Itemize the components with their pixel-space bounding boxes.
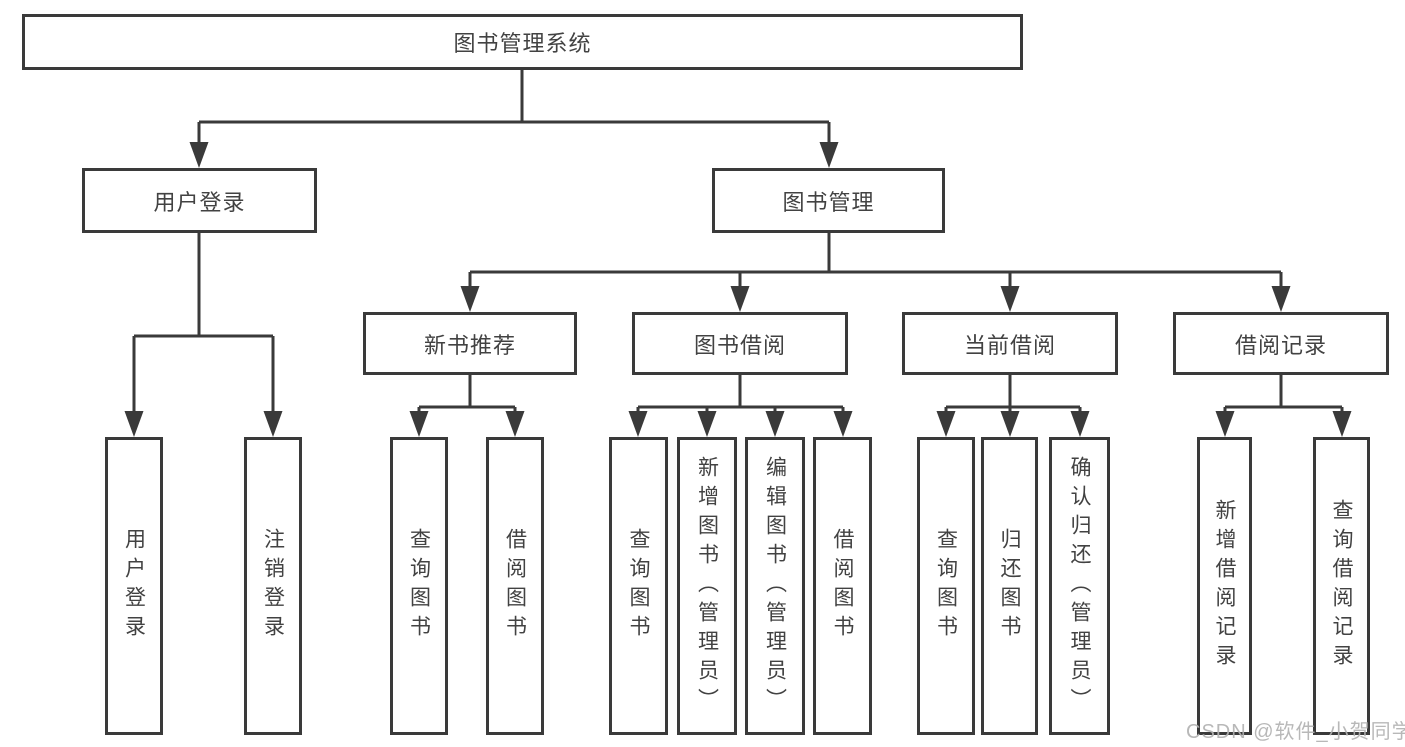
node-borrow-records: 借阅记录 [1173,312,1389,375]
leaf-borrow-borrow-books-label: 借阅图书 [831,528,854,644]
arrowhead [460,286,480,312]
leaf-borrow-edit-books-admin-label: 编辑图书（管理员） [763,455,787,717]
leaf-current-query-books-label: 查询图书 [934,528,958,644]
node-new-book-recommend-label: 新书推荐 [423,332,516,358]
leaf-recommend-borrow-books: 借阅图书 [486,437,544,735]
arrowhead [819,142,839,168]
node-user-login-label: 用户登录 [153,189,246,215]
arrowhead [697,411,717,437]
arrowhead [1271,286,1291,312]
connector-mgmt-to-level3 [468,233,1283,291]
leaf-current-return-books: 归还图书 [981,437,1038,735]
arrowhead [833,411,853,437]
leaf-user-login-label: 用户登录 [122,528,146,644]
node-user-login: 用户登录 [82,168,317,233]
csdn-watermark: CSDN @软件_小贺同学 [1186,721,1405,743]
connector-login-group [132,233,275,416]
leaf-recommend-query-books-label: 查询图书 [407,528,431,644]
connector-recommend-group [417,375,517,416]
arrowhead [1000,286,1020,312]
leaf-user-login: 用户登录 [105,437,163,735]
node-root-label: 图书管理系统 [453,31,592,56]
node-new-book-recommend: 新书推荐 [363,312,577,375]
arrowhead [1332,411,1352,437]
node-current-borrow-label: 当前借阅 [963,332,1056,358]
connector-records-group [1223,375,1344,416]
arrowhead [409,411,429,437]
arrowhead [263,411,283,437]
leaf-current-confirm-return-admin: 确认归还（管理员） [1049,437,1110,735]
node-book-borrow-label: 图书借阅 [693,332,786,358]
connector-current-group [944,375,1082,416]
leaf-current-confirm-return-admin-label: 确认归还（管理员） [1068,455,1091,717]
connector-borrow-group [636,375,845,416]
leaf-records-query-label: 查询借阅记录 [1330,499,1353,673]
arrowhead [1215,411,1235,437]
leaf-recommend-query-books: 查询图书 [390,437,448,735]
leaf-current-return-books-label: 归还图书 [998,528,1021,644]
leaf-records-add: 新增借阅记录 [1197,437,1252,735]
leaf-borrow-add-books-admin: 新增图书（管理员） [677,437,737,735]
arrowhead [505,411,525,437]
leaf-recommend-borrow-books-label: 借阅图书 [503,528,527,644]
arrowhead [124,411,144,437]
leaf-borrow-add-books-admin-label: 新增图书（管理员） [695,455,719,717]
leaf-records-add-label: 新增借阅记录 [1213,499,1236,673]
arrowhead [730,286,750,312]
leaf-records-query: 查询借阅记录 [1313,437,1370,735]
arrowhead [936,411,956,437]
leaf-borrow-borrow-books: 借阅图书 [813,437,872,735]
arrowhead [1070,411,1090,437]
leaf-logout: 注销登录 [244,437,302,735]
node-book-borrow: 图书借阅 [632,312,848,375]
leaf-borrow-edit-books-admin: 编辑图书（管理员） [745,437,805,735]
node-current-borrow: 当前借阅 [902,312,1118,375]
leaf-current-query-books: 查询图书 [917,437,975,735]
leaf-borrow-query-books-label: 查询图书 [627,528,650,644]
node-book-management-label: 图书管理 [782,189,875,215]
leaf-logout-label: 注销登录 [261,528,285,644]
node-root: 图书管理系统 [22,14,1023,70]
arrowhead [765,411,785,437]
arrowhead [628,411,648,437]
arrowhead [1000,411,1020,437]
leaf-borrow-query-books: 查询图书 [609,437,668,735]
node-book-management: 图书管理 [712,168,945,233]
arrowhead [189,142,209,168]
node-borrow-records-label: 借阅记录 [1234,332,1327,358]
connector-root-to-level2 [197,70,831,146]
